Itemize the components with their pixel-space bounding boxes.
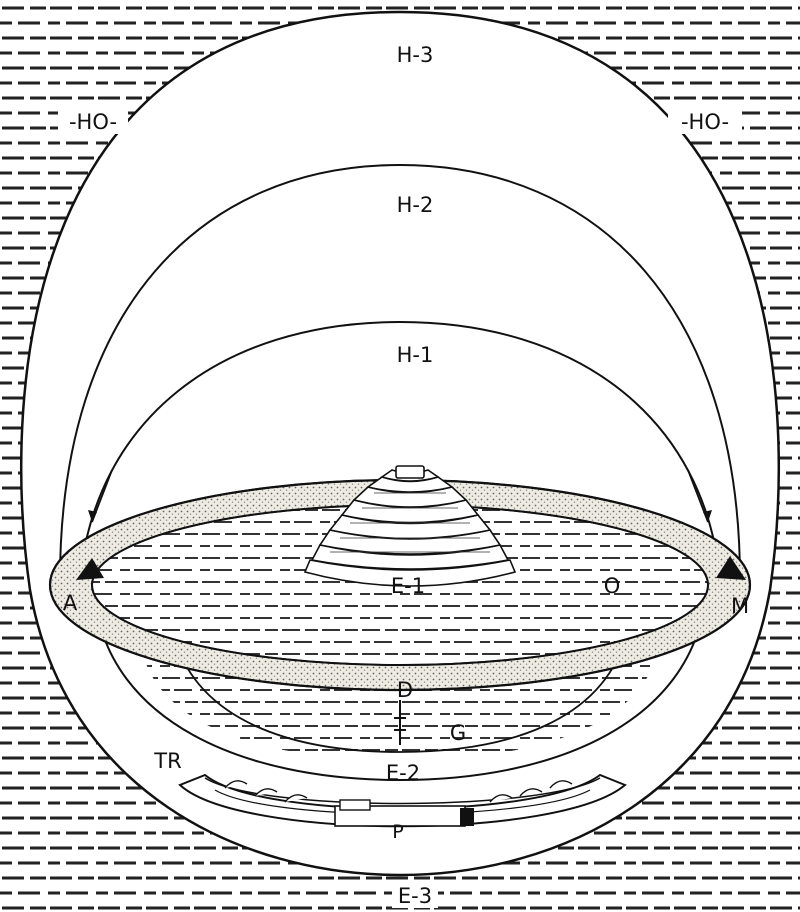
label-ho-left: -HO- (69, 110, 117, 134)
label-tr: TR (153, 749, 181, 773)
label-m: M (731, 594, 749, 618)
label-ho-right: -HO- (681, 110, 729, 134)
label-e3: E-3 (398, 884, 432, 908)
label-h2: H-2 (397, 193, 434, 217)
label-e1: E-1 (391, 574, 425, 598)
label-p: P (392, 821, 403, 843)
label-h3: H-3 (397, 43, 434, 67)
label-e2: E-2 (386, 761, 420, 785)
label-o: O (604, 574, 621, 598)
label-d: D (397, 678, 413, 702)
label-h1: H-1 (397, 343, 434, 367)
label-a: A (63, 591, 78, 615)
label-g: G (450, 721, 466, 745)
